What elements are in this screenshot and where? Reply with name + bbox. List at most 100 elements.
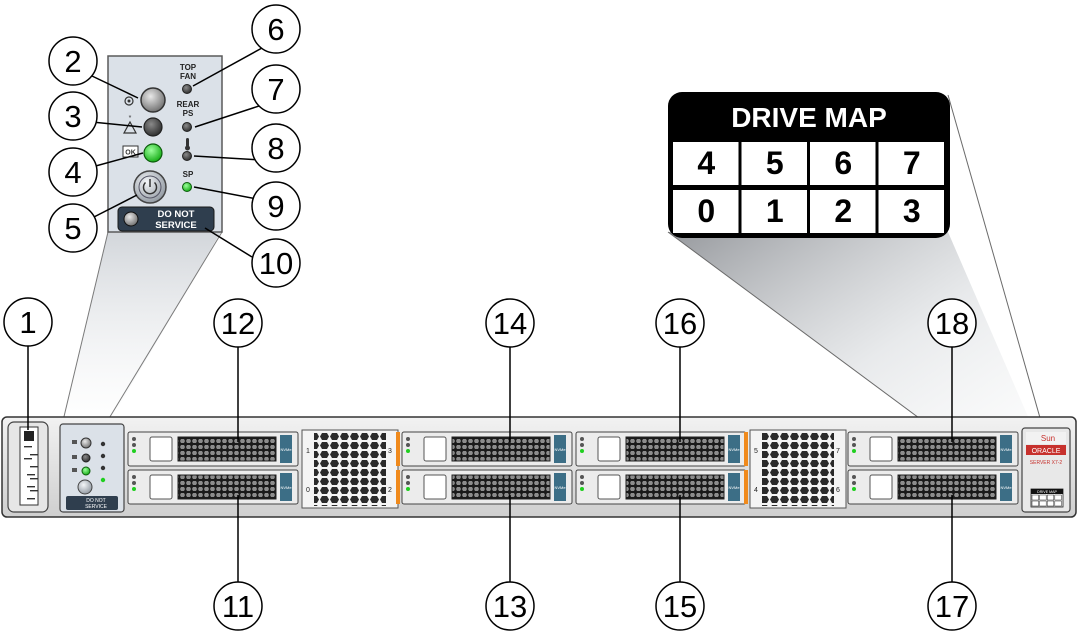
drive-nvme-tab xyxy=(280,473,292,501)
drive-nvme-label: NVMe xyxy=(728,485,740,490)
fan-slot-label: 4 xyxy=(754,487,758,494)
callout-leader-line xyxy=(204,227,253,258)
drive-nvme-label: NVMe xyxy=(554,447,566,452)
qr-code-icon xyxy=(24,431,34,441)
drive-map-cell xyxy=(741,190,807,233)
drive-vent-grille xyxy=(451,474,551,500)
barcode-bar xyxy=(27,498,35,500)
drive-nvme-tab xyxy=(1000,435,1012,463)
do-not-service-small-1: DO NOT xyxy=(86,498,105,504)
drive-nvme-tab xyxy=(1000,473,1012,501)
barcode-bar xyxy=(27,486,35,488)
top-fan-led-small xyxy=(100,441,106,447)
drive-release-button xyxy=(423,474,447,500)
fan-slot-label: 1 xyxy=(306,448,310,455)
callout-circle xyxy=(213,298,263,348)
drive-vent-grille xyxy=(177,436,277,462)
drive-led-activity xyxy=(852,437,856,441)
drive-led-activity xyxy=(406,475,410,479)
rear-ps-label-1: REAR xyxy=(177,100,200,109)
drive-nvme-label: NVMe xyxy=(1000,447,1012,452)
drive-led-activity xyxy=(132,475,136,479)
drive-led-ok xyxy=(132,487,136,491)
drive-led-ok xyxy=(852,487,856,491)
rear-ps-label-2: PS xyxy=(183,109,194,118)
locator-button xyxy=(140,87,166,113)
drive-release-button xyxy=(597,474,621,500)
sun-logo-text: Sun xyxy=(1041,434,1055,443)
callout-number: 18 xyxy=(935,306,969,341)
sp-label: SP xyxy=(183,170,194,179)
callout-circle xyxy=(251,4,301,54)
callout-number: 8 xyxy=(267,131,284,166)
mini-drive-map-cell xyxy=(1031,494,1039,501)
callout-circle xyxy=(655,581,705,631)
drive-nvme-tab xyxy=(554,435,566,463)
beam-edge xyxy=(104,231,223,426)
callout-circle xyxy=(48,36,98,86)
drive-led-activity xyxy=(580,437,584,441)
drive-release-button xyxy=(869,474,893,500)
drive-led-fault xyxy=(132,443,136,447)
drive-led-fault xyxy=(406,443,410,447)
drive-led-fault xyxy=(406,481,410,485)
drive-map-slot-label: 6 xyxy=(834,145,852,181)
drive-map-cell xyxy=(878,142,944,185)
callout-leader-line xyxy=(91,121,143,128)
barcode-bar xyxy=(30,454,38,456)
barcode-bar xyxy=(24,458,32,460)
panel-plate xyxy=(107,55,223,233)
drive-map-cell xyxy=(810,142,876,185)
do-not-service-led xyxy=(123,211,139,227)
locator-button-small xyxy=(80,437,92,449)
orange-release-tab xyxy=(744,470,748,504)
drive-led-ok xyxy=(580,487,584,491)
callout-leader-line xyxy=(192,47,263,87)
do-not-service-plate-small xyxy=(66,496,118,510)
power-icon xyxy=(142,181,158,195)
locator-icon xyxy=(124,96,134,106)
do-not-service-label-2: SERVICE xyxy=(155,220,197,231)
fan-slot-label: 0 xyxy=(306,487,310,494)
callout-number: 7 xyxy=(267,72,284,107)
mini-drive-map-cell xyxy=(1046,494,1055,501)
callout-leader-line xyxy=(194,104,263,128)
drive-nvme-tab xyxy=(728,435,740,463)
orange-release-tab xyxy=(396,470,400,504)
drive-bay: NVMe xyxy=(401,431,573,467)
drive-vent-grille xyxy=(897,474,997,500)
fan-hex-grille xyxy=(314,432,386,506)
over-temp-led xyxy=(182,151,192,161)
drive-nvme-label: NVMe xyxy=(554,485,566,490)
fan-slot-label: 5 xyxy=(754,448,758,455)
mini-drive-map-cell xyxy=(1054,500,1062,507)
drive-nvme-label: NVMe xyxy=(728,447,740,452)
barcode-bar xyxy=(27,474,35,476)
drive-release-button xyxy=(149,436,173,462)
callout-number: 5 xyxy=(64,211,81,246)
power-button-ring xyxy=(138,175,162,199)
drive-vent-grille xyxy=(177,474,277,500)
drive-vent-grille xyxy=(897,436,997,462)
drive-vent-grille xyxy=(625,474,725,500)
oracle-badge xyxy=(1026,445,1066,455)
sp-led xyxy=(182,182,192,192)
ok-icon-small xyxy=(72,468,77,472)
fan-slot-label: 6 xyxy=(836,487,840,494)
drive-map-slot-label: 0 xyxy=(697,193,715,229)
barcode-bar xyxy=(30,478,38,480)
temp-led-small xyxy=(100,465,106,471)
service-required-led xyxy=(143,117,163,137)
drive-led-ok xyxy=(132,449,136,453)
mini-drive-map-cell xyxy=(1031,500,1039,507)
sun-badge xyxy=(1026,432,1066,444)
drive-bay: NVMe xyxy=(127,469,299,505)
callout-number: 16 xyxy=(663,306,697,341)
drive-bay: NVMe xyxy=(847,431,1019,467)
callout-circle xyxy=(251,181,301,231)
fan-slot-label: 3 xyxy=(388,448,392,455)
drive-map-slot-label: 7 xyxy=(903,145,921,181)
